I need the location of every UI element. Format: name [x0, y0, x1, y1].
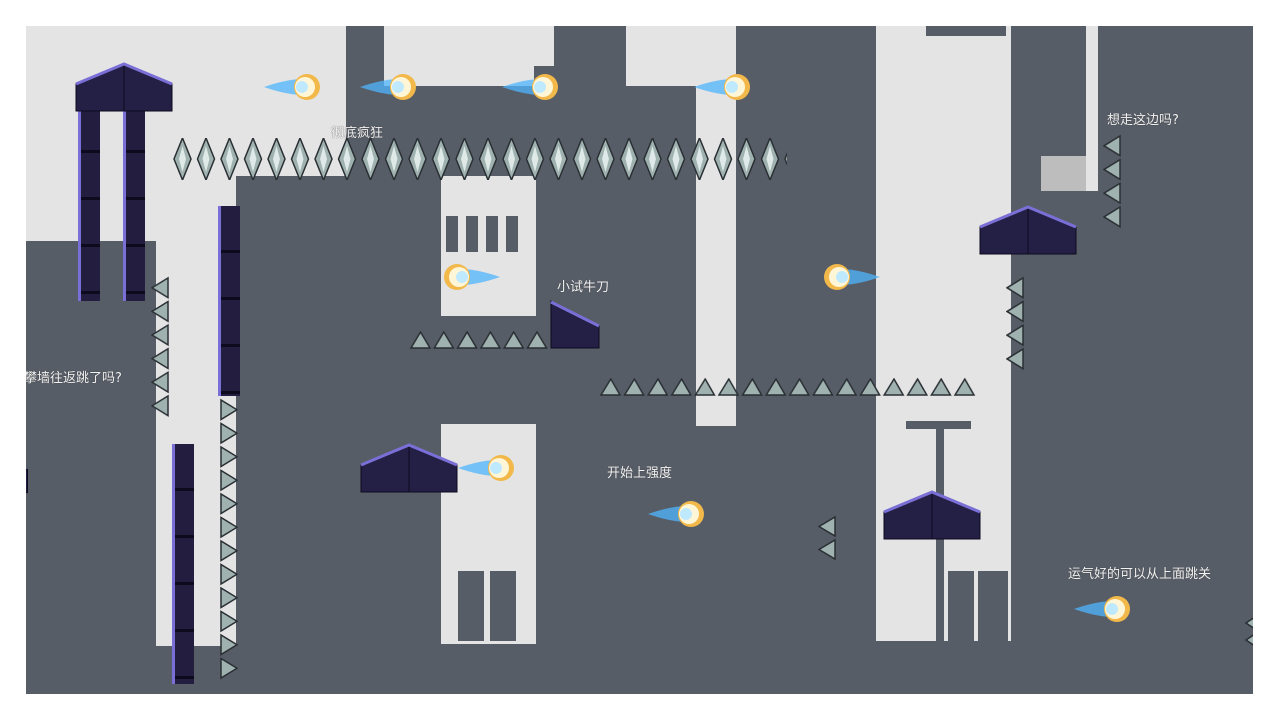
- edge-block-left: [26, 469, 28, 493]
- wall-pillar-left-b: [123, 106, 145, 301]
- tent-platform-icon: [883, 490, 981, 540]
- level-label-wall-jump: 是攀墙往返跳了吗?: [26, 371, 122, 386]
- level-label-try: 小试牛刀: [557, 280, 610, 295]
- wall-pillar-bottom: [172, 444, 194, 684]
- fireball-icon: [444, 264, 500, 290]
- fireball-icon: [458, 455, 514, 481]
- tent-platform-icon: [360, 443, 458, 493]
- spike-column-right-facing: [220, 398, 238, 680]
- wall-pillar-left-a: [78, 106, 100, 301]
- fireball-icon: [648, 501, 704, 527]
- spike-row-up-small: [409, 331, 549, 349]
- spike-column-left-facing: [1244, 617, 1253, 646]
- fireball-icon: [502, 74, 558, 100]
- game-viewport: 彻底疯狂 小试牛刀 想走这边吗? 是攀墙往返跳了吗? 开始上强度 运气好的可以从…: [26, 26, 1253, 694]
- level-label-want-here: 想走这边吗?: [1107, 113, 1179, 128]
- spike-column-left-facing: [818, 515, 836, 561]
- wall-pillar-mid: [218, 206, 240, 396]
- tent-platform-icon: [979, 205, 1077, 255]
- level-label-crazy: 彻底疯狂: [331, 126, 384, 141]
- spike-column-left-facing: [1103, 134, 1121, 229]
- spike-column-left-facing: [151, 276, 169, 418]
- level-label-start-hard: 开始上强度: [607, 466, 673, 481]
- ramp-block-icon: [550, 300, 600, 349]
- fireball-icon: [824, 264, 880, 290]
- fireball-icon: [1074, 596, 1130, 622]
- tent-platform-icon: [75, 62, 173, 112]
- fireball-icon: [264, 74, 320, 100]
- fireball-icon: [360, 74, 416, 100]
- spike-column-left-facing: [1006, 276, 1024, 371]
- fireball-icon: [694, 74, 750, 100]
- diamond-spike-row: [171, 138, 787, 180]
- spike-row-up-long: [599, 378, 977, 396]
- level-label-lucky: 运气好的可以从上面跳关: [1068, 567, 1212, 582]
